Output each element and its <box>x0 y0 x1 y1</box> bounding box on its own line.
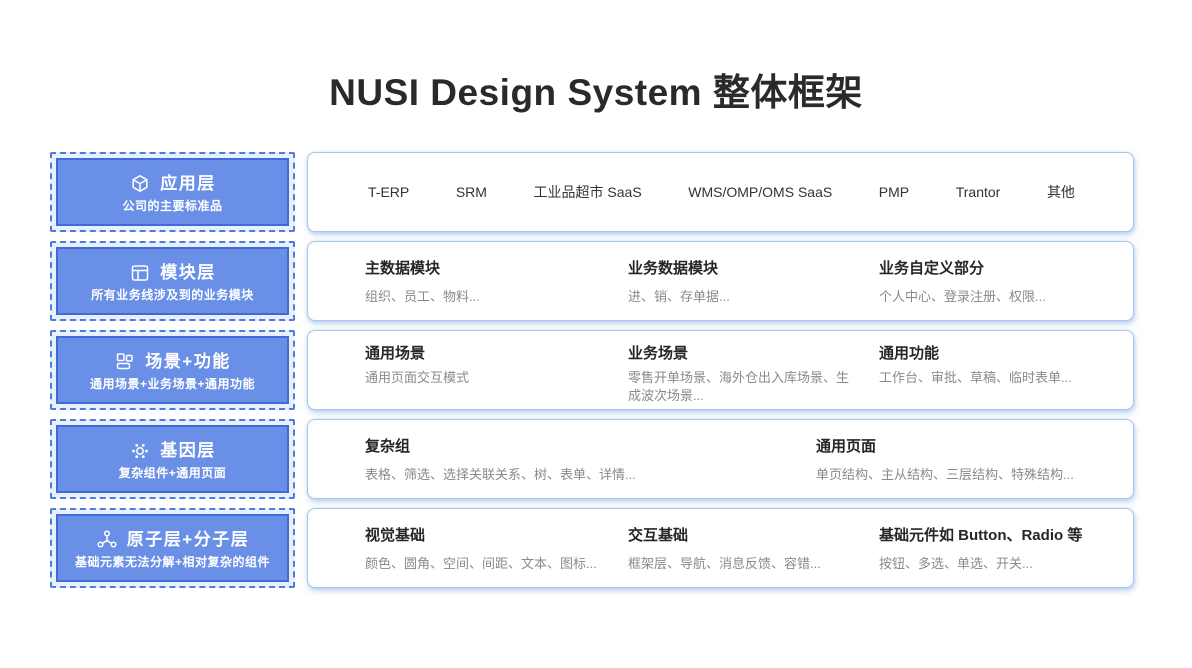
column-desc: 组织、员工、物料... <box>365 289 480 304</box>
app-item: Trantor <box>955 184 1001 200</box>
app-item: 其他 <box>1046 184 1075 200</box>
content-card-atoms: 视觉基础 颜色、圆角、空间、间距、文本、图标... 交互基础 框架层、导航、消息… <box>307 508 1134 588</box>
column-desc: 颜色、圆角、空间、间距、文本、图标... <box>365 556 597 571</box>
content-column: 交互基础 框架层、导航、消息反馈、容错... <box>628 527 821 573</box>
column-heading: 业务数据模块 <box>628 260 719 277</box>
cube-icon <box>132 174 148 192</box>
content-column: 通用页面 单页结构、主从结构、三层结构、特殊结构... <box>816 438 1074 484</box>
layer-label-inner: 应用层 公司的主要标准品 <box>56 158 289 226</box>
column-heading: 业务场景 <box>628 345 689 362</box>
content-column: 主数据模块 组织、员工、物料... <box>365 260 480 306</box>
content-column: 通用场景 通用页面交互模式 <box>365 345 469 387</box>
layer-row-scenes: 场景+功能 通用场景+业务场景+通用功能 通用场景 通用页面交互模式 业务场景 … <box>0 330 1192 410</box>
layer-title: 原子层+分子层 <box>126 530 250 549</box>
column-desc: 工作台、审批、草稿、临时表单... <box>879 370 1072 385</box>
content-column: 通用功能 工作台、审批、草稿、临时表单... <box>879 345 1072 387</box>
layer-title: 应用层 <box>160 174 216 193</box>
app-item: SRM <box>455 184 487 200</box>
layer-title-line: 原子层+分子层 <box>96 529 249 551</box>
layer-label-scenes: 场景+功能 通用场景+业务场景+通用功能 <box>50 330 295 410</box>
layer-title-line: 场景+功能 <box>114 351 230 373</box>
layer-row-gene: 基因层 复杂组件+通用页面 复杂组 表格、筛选、选择关联关系、树、表单、详情..… <box>0 419 1192 499</box>
layer-subtitle: 通用场景+业务场景+通用功能 <box>89 376 256 391</box>
content-column: 基础元件如 Button、Radio 等 按钮、多选、单选、开关... <box>879 527 1082 573</box>
column-desc: 表格、筛选、选择关联关系、树、表单、详情... <box>365 467 636 482</box>
layer-title-line: 模块层 <box>129 262 216 284</box>
column-desc: 进、销、存单据... <box>628 289 730 304</box>
layer-title-line: 应用层 <box>129 173 216 195</box>
column-heading: 通用页面 <box>816 438 877 455</box>
app-item: WMS/OMP/OMS SaaS <box>688 184 833 200</box>
column-heading: 通用场景 <box>365 345 426 362</box>
content-column: 复杂组 表格、筛选、选择关联关系、树、表单、详情... <box>365 438 636 484</box>
page-title: NUSI Design System 整体框架 <box>329 72 863 113</box>
content-card-scenes: 通用场景 通用页面交互模式 业务场景 零售开单场景、海外仓出入库场景、生成波次场… <box>307 330 1134 410</box>
column-desc: 零售开单场景、海外仓出入库场景、生成波次场景... <box>628 370 850 403</box>
column-desc: 按钮、多选、单选、开关... <box>879 556 1033 571</box>
layer-label-inner: 基因层 复杂组件+通用页面 <box>56 425 289 493</box>
content-column: 业务自定义部分 个人中心、登录注册、权限... <box>879 260 1046 306</box>
app-item: T-ERP <box>368 184 410 200</box>
column-desc: 通用页面交互模式 <box>365 370 470 385</box>
layer-title: 基因层 <box>160 441 216 460</box>
column-heading: 基础元件如 Button、Radio 等 <box>879 527 1083 544</box>
blocks-icon <box>117 352 134 369</box>
column-heading: 视觉基础 <box>365 527 426 544</box>
content-card-gene: 复杂组 表格、筛选、选择关联关系、树、表单、详情... 通用页面 单页结构、主从… <box>307 419 1134 499</box>
layer-subtitle: 基础元素无法分解+相对复杂的组件 <box>74 554 270 569</box>
content-column: 视觉基础 颜色、圆角、空间、间距、文本、图标... <box>365 527 597 573</box>
layer-label-modules: 模块层 所有业务线涉及到的业务模块 <box>50 241 295 321</box>
content-card-applications: T-ERP SRM 工业品超市 SaaS WMS/OMP/OMS SaaS PM… <box>307 152 1134 232</box>
content-column: 业务场景 零售开单场景、海外仓出入库场景、生成波次场景... <box>628 345 860 405</box>
column-heading: 业务自定义部分 <box>879 260 985 277</box>
layer-title: 场景+功能 <box>145 352 231 371</box>
layout-icon <box>132 264 149 281</box>
molecule-icon <box>97 529 117 548</box>
layer-row-application: 应用层 公司的主要标准品 T-ERP SRM 工业品超市 SaaS WMS/OM… <box>0 152 1192 232</box>
layer-title: 模块层 <box>160 263 216 282</box>
layer-subtitle: 所有业务线涉及到的业务模块 <box>91 287 254 302</box>
column-desc: 个人中心、登录注册、权限... <box>879 289 1046 304</box>
layer-label-gene: 基因层 复杂组件+通用页面 <box>50 419 295 499</box>
column-heading: 交互基础 <box>628 527 689 544</box>
app-item: 工业品超市 SaaS <box>533 184 642 200</box>
column-desc: 框架层、导航、消息反馈、容错... <box>628 556 821 571</box>
column-heading: 通用功能 <box>879 345 940 362</box>
column-heading: 主数据模块 <box>365 260 441 277</box>
column-heading: 复杂组 <box>365 438 411 455</box>
layer-subtitle: 复杂组件+通用页面 <box>118 465 227 480</box>
gene-icon <box>132 443 149 458</box>
column-desc: 单页结构、主从结构、三层结构、特殊结构... <box>816 467 1074 482</box>
layer-label-inner: 模块层 所有业务线涉及到的业务模块 <box>56 247 289 315</box>
layer-label-inner: 原子层+分子层 基础元素无法分解+相对复杂的组件 <box>56 514 289 582</box>
layer-subtitle: 公司的主要标准品 <box>122 198 223 213</box>
layer-label-application: 应用层 公司的主要标准品 <box>50 152 295 232</box>
content-column: 业务数据模块 进、销、存单据... <box>628 260 730 306</box>
layer-label-atoms: 原子层+分子层 基础元素无法分解+相对复杂的组件 <box>50 508 295 588</box>
layer-row-atoms: 原子层+分子层 基础元素无法分解+相对复杂的组件 视觉基础 颜色、圆角、空间、间… <box>0 508 1192 588</box>
app-item: PMP <box>878 184 910 200</box>
content-card-modules: 主数据模块 组织、员工、物料... 业务数据模块 进、销、存单据... 业务自定… <box>307 241 1134 321</box>
layer-row-modules: 模块层 所有业务线涉及到的业务模块 主数据模块 组织、员工、物料... 业务数据… <box>0 241 1192 321</box>
layer-title-line: 基因层 <box>129 440 216 462</box>
layer-label-inner: 场景+功能 通用场景+业务场景+通用功能 <box>56 336 289 404</box>
